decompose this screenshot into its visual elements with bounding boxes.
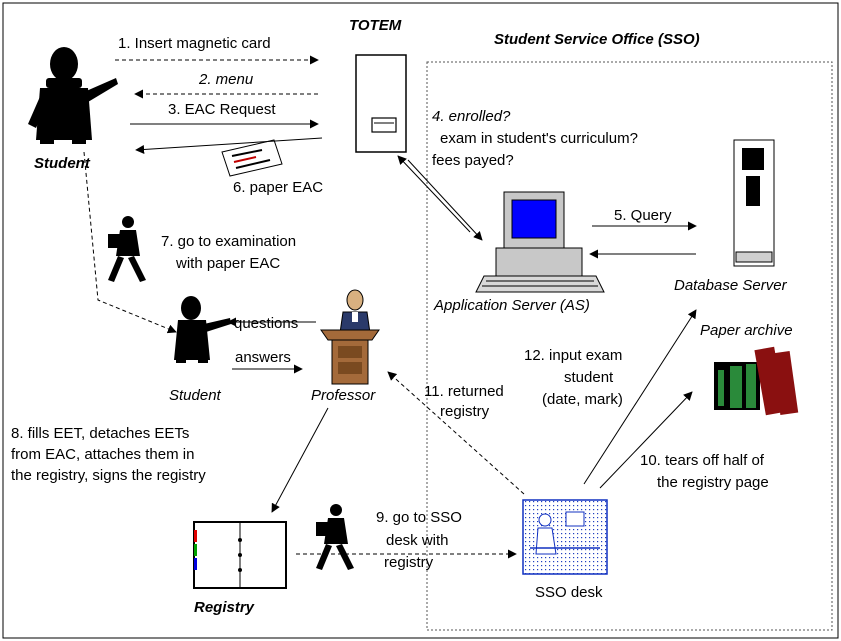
step-8-line-3: the registry, signs the registry xyxy=(11,467,206,484)
totem-label: TOTEM xyxy=(349,17,402,34)
step-4-line-1: 4. enrolled? xyxy=(432,108,511,125)
arrow-professor-to-registry xyxy=(271,407,329,513)
step-8-line-1: 8. fills EET, detaches EETs xyxy=(11,425,189,442)
arrow-tear-off xyxy=(599,391,693,489)
arrow-input-exam xyxy=(583,309,697,485)
step-11-line-2: registry xyxy=(440,403,490,420)
step-9-line-3: registry xyxy=(384,554,434,571)
step-5: 5. Query xyxy=(614,207,672,224)
questions-label: questions xyxy=(234,315,298,332)
answers-label: answers xyxy=(235,349,291,366)
registry-book-icon xyxy=(193,521,287,589)
step-4-line-3: fees payed? xyxy=(432,152,514,169)
database-server-icon xyxy=(733,139,775,267)
sso-label: Student Service Office (SSO) xyxy=(494,31,700,48)
totem-kiosk xyxy=(355,54,407,153)
registry-label: Registry xyxy=(194,599,255,616)
sso-boundary xyxy=(426,61,833,631)
step-8-line-2: from EAC, attaches them in xyxy=(11,446,194,463)
step-12-line-2: student xyxy=(564,369,614,386)
arrow-returned-registry xyxy=(387,371,525,495)
step-6: 6. paper EAC xyxy=(233,179,323,196)
arrow-as-to-totem-out xyxy=(407,159,483,241)
sso-desk-label: SSO desk xyxy=(535,584,603,601)
db-server-label: Database Server xyxy=(674,277,788,294)
step-2: 2. menu xyxy=(198,71,254,88)
paper-eac-icon xyxy=(221,139,283,177)
step-10-line-2: the registry page xyxy=(657,474,769,491)
step-9-line-2: desk with xyxy=(386,532,449,549)
step-9-line-1: 9. go to SSO xyxy=(376,509,462,526)
arrow-paper-eac xyxy=(135,137,323,154)
paper-archive-label: Paper archive xyxy=(700,322,793,339)
arrow-student-to-exam xyxy=(83,151,177,334)
student-mid-label: Student xyxy=(169,387,222,404)
arrows xyxy=(83,55,697,559)
step-12-line-1: 12. input exam xyxy=(524,347,622,364)
application-server-icon xyxy=(475,191,605,293)
walking-student-2-icon xyxy=(316,504,354,570)
app-server-label: Application Server (AS) xyxy=(433,297,590,314)
step-1: 1. Insert magnetic card xyxy=(118,35,271,52)
step-3: 3. EAC Request xyxy=(168,101,276,118)
professor-label: Professor xyxy=(311,387,376,404)
step-11-line-1: 11. returned xyxy=(424,383,504,400)
student-icon xyxy=(28,47,118,144)
step-12-line-3: (date, mark) xyxy=(542,391,623,408)
professor-icon xyxy=(320,289,380,385)
step-4-line-2: exam in student's curriculum? xyxy=(440,130,638,147)
student-mid-icon xyxy=(174,296,231,363)
step-7-line-1: 7. go to examination xyxy=(161,233,296,250)
paper-archive-icon xyxy=(714,346,799,416)
step-7-line-2: with paper EAC xyxy=(175,255,280,272)
step-10-line-1: 10. tears off half of xyxy=(640,452,765,469)
student-top-label: Student xyxy=(34,155,91,172)
walking-student-icon xyxy=(108,216,146,282)
sso-desk-icon xyxy=(522,499,608,575)
arrow-as-to-totem-back xyxy=(397,155,471,233)
